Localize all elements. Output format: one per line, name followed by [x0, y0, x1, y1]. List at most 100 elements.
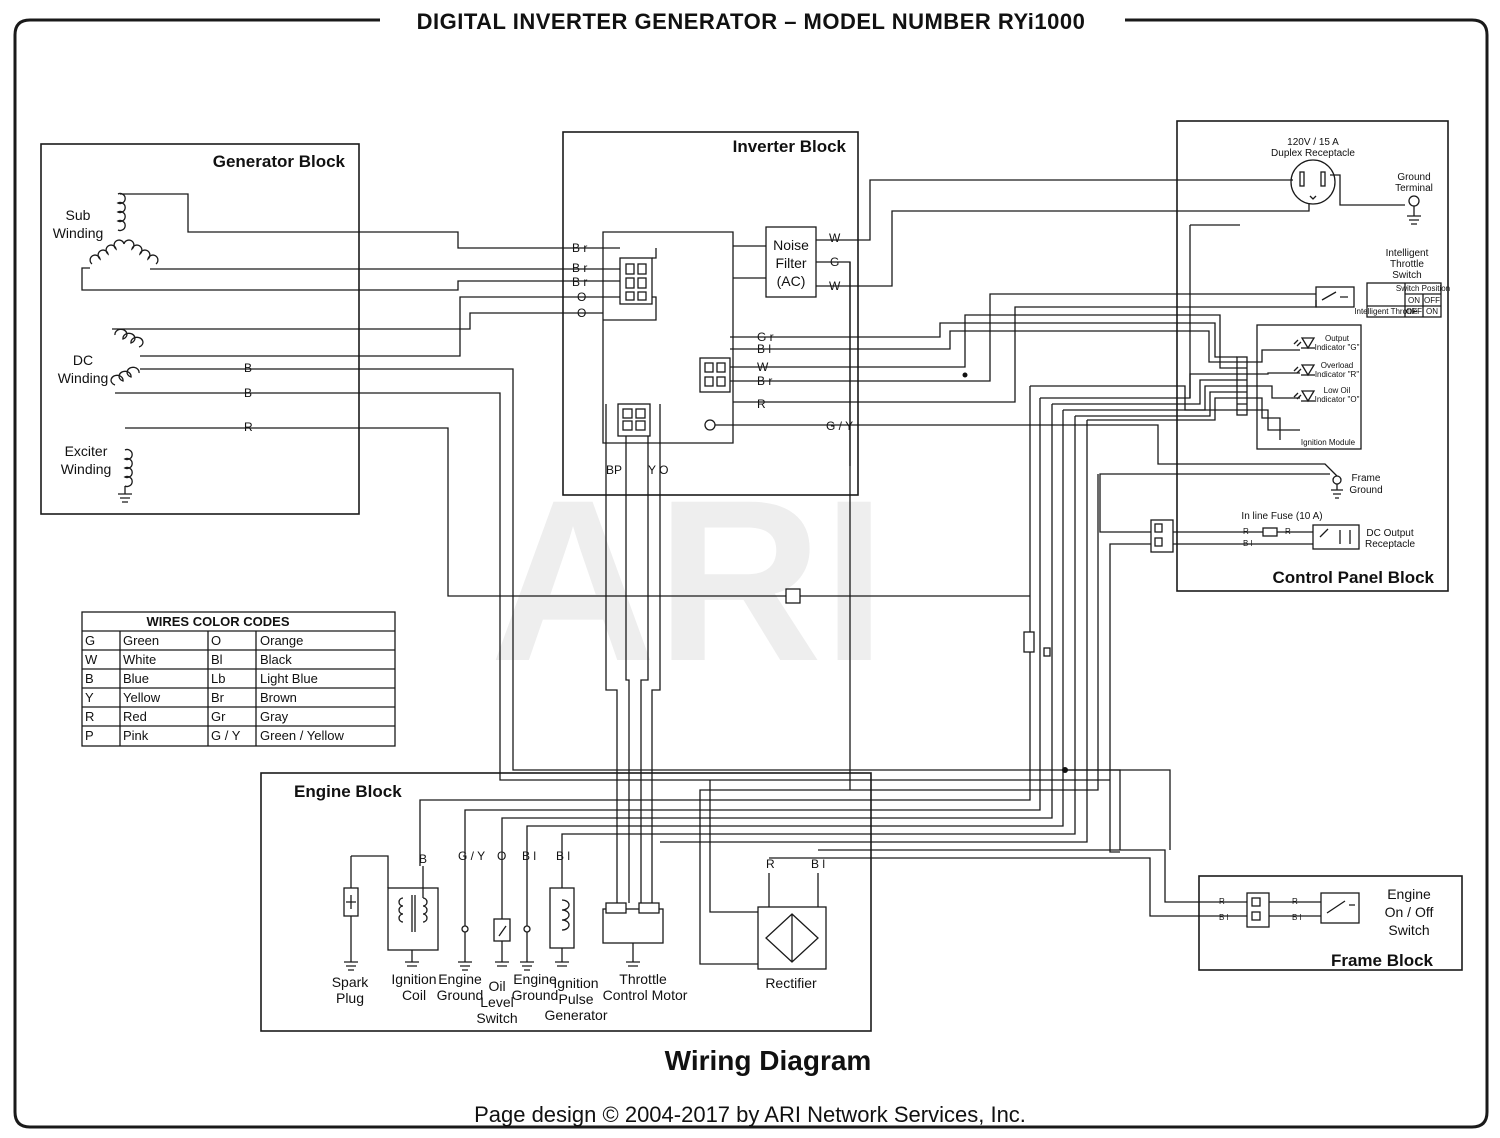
inverter-block: Inverter Block Noise Filter (AC) B r B r…: [562, 131, 859, 496]
engine-switch-label-2: On / Off: [1385, 904, 1434, 920]
receptacle-rating: 120V / 15 A: [1287, 137, 1339, 148]
engine-tag-bl-1: B l: [522, 849, 536, 863]
legend-cell-r1-c1: White: [123, 652, 156, 667]
tag-w-1: W: [829, 231, 841, 245]
engine-block-title: Engine Block: [294, 782, 402, 801]
exciter-winding-label-2: Winding: [61, 461, 112, 477]
engine-ground-2-label-1: Engine: [513, 971, 557, 987]
engine-ground-1-label-1: Engine: [438, 971, 482, 987]
output-indicator-label-2: Indicator "G": [1315, 343, 1360, 352]
ground-terminal-label-2: Terminal: [1395, 183, 1433, 194]
throttle-table-col-off: OFF: [1424, 296, 1440, 305]
dc-output-receptacle: [1312, 524, 1360, 550]
oil-level-switch: [493, 918, 511, 942]
inline-fuse-label: In line Fuse (10 A): [1241, 511, 1322, 522]
receptacle-name: Duplex Receptacle: [1271, 148, 1355, 159]
ignition-coil-label-1: Ignition: [391, 971, 436, 987]
sub-winding-coil: [89, 192, 159, 265]
engine-on-off-switch: [1320, 892, 1360, 924]
legend-title: WIRES COLOR CODES: [146, 614, 289, 629]
ignition-coil: [387, 887, 439, 951]
dc-output-label-1: DC Output: [1366, 528, 1413, 539]
engine-ground-1: [461, 925, 469, 933]
overload-indicator-label-1: Overload: [1321, 361, 1353, 370]
rectifier-tag-bl: B l: [811, 857, 825, 871]
throttle-motor-label-2: Control Motor: [603, 987, 688, 1003]
dc-output-label-2: Receptacle: [1365, 539, 1415, 550]
throttle-switch-table: Switch Position ON OFF Intelligent Throt…: [1354, 282, 1450, 318]
intelligent-throttle-switch: [1315, 286, 1355, 308]
pulse-generator-label-1: Ignition: [553, 975, 598, 991]
ignition-pulse-generator: [549, 887, 575, 949]
legend-cell-r3-c3: Brown: [260, 690, 297, 705]
noise-filter-label-2: Filter: [775, 255, 806, 271]
ignition-module-label: Ignition Module: [1301, 438, 1356, 447]
frame-ground-label-2: Ground: [1349, 485, 1382, 496]
engine-tag-bl-2: B l: [556, 849, 570, 863]
spark-plug-label-1: Spark: [332, 974, 370, 990]
outer-frame: [13, 18, 1489, 1129]
legend-cell-r2-c0: B: [85, 671, 94, 686]
pulse-generator-label-2: Pulse: [558, 991, 593, 1007]
inverter-block-title: Inverter Block: [733, 137, 847, 156]
legend-cell-r4-c0: R: [85, 709, 94, 724]
frame-tag-bl-2: B l: [1292, 913, 1302, 922]
spark-plug-label-2: Plug: [336, 990, 364, 1006]
tag-r-2: R: [244, 420, 253, 434]
legend-cell-r5-c0: P: [85, 728, 94, 743]
legend-cell-r2-c2: Lb: [211, 671, 225, 686]
control-panel-block: Control Panel Block 120V / 15 A Duplex R…: [1150, 120, 1450, 592]
legend-cell-r5-c3: Green / Yellow: [260, 728, 344, 743]
throttle-switch-label-3: Switch: [1392, 270, 1421, 281]
legend-cell-r4-c2: Gr: [211, 709, 226, 724]
engine-ground-2-label-2: Ground: [512, 987, 559, 1003]
exciter-winding-coil: [118, 448, 133, 503]
tag-gy-1: G / Y: [826, 419, 853, 433]
dc-winding-label-1: DC: [73, 352, 93, 368]
throttle-control-motor: [602, 908, 664, 944]
tag-bp: BP: [606, 463, 622, 477]
low-oil-indicator-label-2: Indicator "O": [1315, 395, 1360, 404]
rectifier-label: Rectifier: [765, 975, 817, 991]
engine-tag-b: B: [419, 852, 427, 866]
diagram-title: Wiring Diagram: [665, 1045, 872, 1076]
legend-cell-r5-c2: G / Y: [211, 728, 241, 743]
copyright: Page design © 2004-2017 by ARI Network S…: [474, 1102, 1026, 1127]
rectifier-tag-r: R: [766, 857, 775, 871]
legend-cell-r5-c1: Pink: [123, 728, 149, 743]
throttle-switch-label-1: Intelligent: [1386, 248, 1429, 259]
output-indicator-label-1: Output: [1325, 334, 1350, 343]
frame-block-title: Frame Block: [1331, 951, 1434, 970]
tag-br-3: B r: [572, 275, 587, 289]
inline-fuse: [1262, 527, 1278, 537]
output-indicator-led: [1293, 337, 1316, 350]
engine-switch-label-1: Engine: [1387, 886, 1431, 902]
ground-terminal: [1408, 195, 1420, 207]
inverter-ground-terminal: [704, 419, 716, 431]
legend-cell-r3-c2: Br: [211, 690, 225, 705]
frame-tag-bl-1: B l: [1219, 913, 1229, 922]
legend-cell-r2-c1: Blue: [123, 671, 149, 686]
generator-block-title: Generator Block: [213, 152, 346, 171]
interconnect-wires: [81, 179, 1338, 965]
page-title: DIGITAL INVERTER GENERATOR – MODEL NUMBE…: [417, 9, 1086, 34]
legend-cell-r1-c3: Black: [260, 652, 292, 667]
legend-cell-r0-c2: O: [211, 633, 221, 648]
low-oil-indicator-led: [1293, 390, 1316, 403]
legend-cell-r0-c0: G: [85, 633, 95, 648]
legend-cell-r3-c0: Y: [85, 690, 94, 705]
tag-yo: Y O: [648, 463, 668, 477]
legend-cell-r0-c3: Orange: [260, 633, 303, 648]
inline-connector-1: [785, 588, 801, 604]
engine-ground-1-label-2: Ground: [437, 987, 484, 1003]
exciter-winding-label-1: Exciter: [65, 443, 108, 459]
tag-br-2: B r: [572, 261, 587, 275]
dc-winding-coil: [110, 328, 144, 386]
legend-cell-r4-c3: Gray: [260, 709, 289, 724]
tag-b-1: B: [244, 361, 252, 375]
oil-level-switch-label-1: Oil: [488, 978, 505, 994]
legend-cell-r4-c1: Red: [123, 709, 147, 724]
throttle-table-row-label: Intelligent Throttle: [1354, 307, 1418, 316]
frame-ground: [1332, 475, 1342, 485]
